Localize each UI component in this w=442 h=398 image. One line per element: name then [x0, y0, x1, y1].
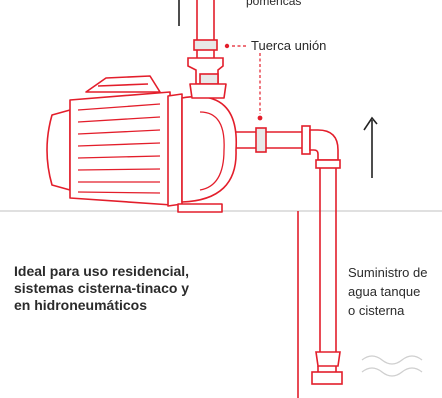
pump-icon: [46, 75, 238, 213]
usage-line: Ideal para uso residencial,: [14, 263, 190, 279]
union-nut-label: Tuerca unión: [251, 38, 327, 53]
supply-line: Suministro de: [348, 265, 428, 280]
usage-line: sistemas cisterna-tinaco y: [14, 280, 190, 296]
flow-arrow-icon: [363, 116, 378, 178]
usage-line: en hidroneumáticos: [14, 297, 148, 313]
discharge-pipe: [187, 0, 224, 85]
foot-valve-icon: [311, 351, 343, 385]
supply-label: Suministro de agua tanque o cisterna: [348, 263, 440, 320]
usage-description: Ideal para uso residencial, sistemas cis…: [14, 263, 314, 314]
supply-line: agua tanque: [348, 284, 421, 299]
supply-line: o cisterna: [348, 303, 405, 318]
suction-line: [236, 125, 341, 352]
top-cut-label: pomencas: [246, 0, 302, 8]
union-nut-callout: [224, 43, 263, 121]
water-wave-icon: [361, 355, 423, 377]
